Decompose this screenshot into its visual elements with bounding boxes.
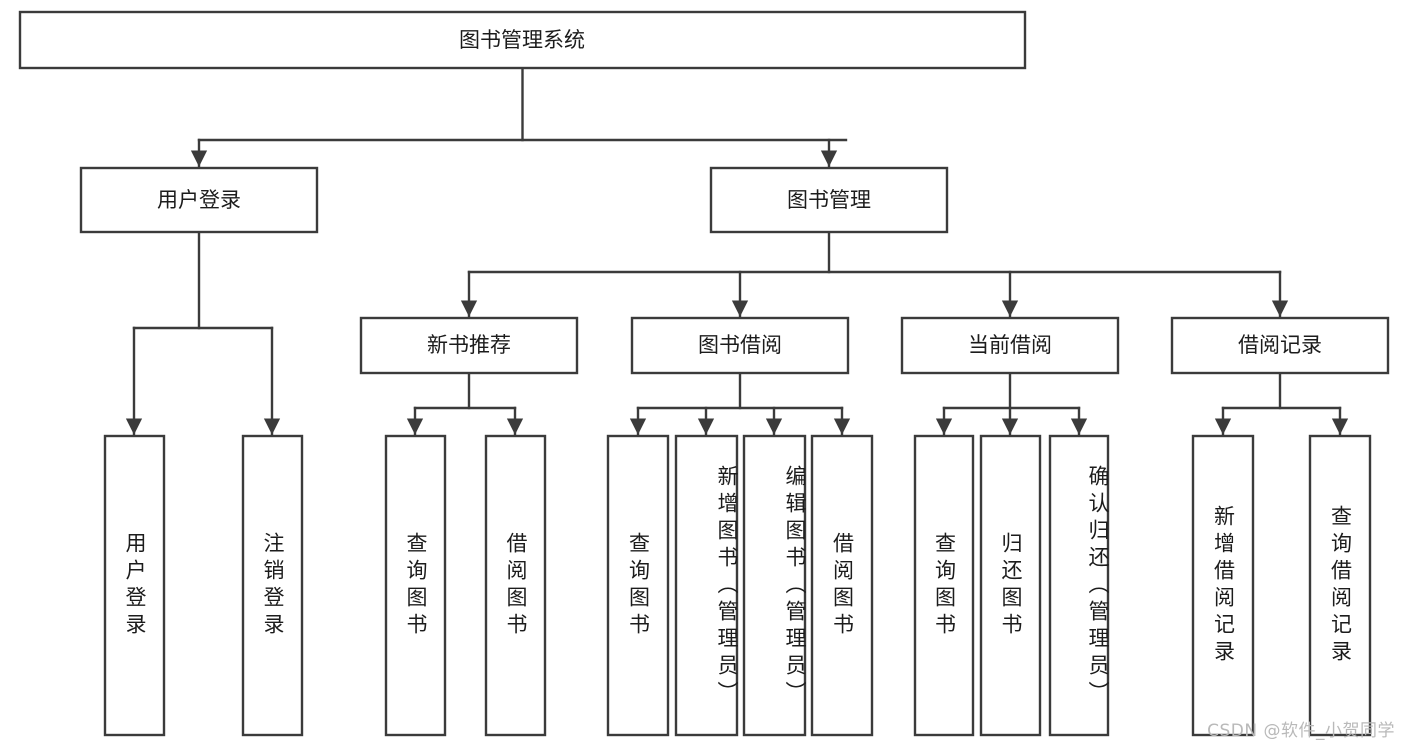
connector-borrow-record-to-leaves bbox=[1214, 371, 1349, 436]
connector-user-login-to-leaves bbox=[125, 230, 281, 436]
node-borrow-record[interactable]: 借阅记录 bbox=[1170, 316, 1390, 375]
node-new-book-rec[interactable]: 新书推荐 bbox=[359, 316, 579, 375]
node-borrow-record-label: 借阅记录 bbox=[1238, 333, 1322, 357]
node-book-borrow[interactable]: 图书借阅 bbox=[630, 316, 850, 375]
node-book-manage[interactable]: 图书管理 bbox=[709, 166, 949, 234]
connector-book-borrow-to-leaves bbox=[629, 371, 851, 436]
node-book-borrow-label: 图书借阅 bbox=[698, 333, 782, 357]
leaf-box-return-book bbox=[979, 434, 1042, 737]
leaf-box-add-book-admin bbox=[674, 434, 739, 737]
node-current-borrow-label: 当前借阅 bbox=[968, 333, 1052, 357]
connector-book-manage-to-level3 bbox=[460, 230, 1289, 318]
node-book-manage-label: 图书管理 bbox=[787, 188, 871, 212]
node-root[interactable]: 图书管理系统 bbox=[18, 10, 1027, 70]
leaf-box-borrow-book bbox=[810, 434, 874, 737]
node-user-login-label: 用户登录 bbox=[157, 188, 241, 212]
node-root-label: 图书管理系统 bbox=[459, 28, 585, 52]
node-current-borrow[interactable]: 当前借阅 bbox=[900, 316, 1120, 375]
leaf-box-add-borrow-record bbox=[1191, 434, 1255, 737]
connector-current-borrow-to-leaves bbox=[935, 371, 1088, 436]
watermark-text: CSDN @软件_小贺同学 bbox=[1207, 721, 1395, 741]
leaf-box-user-login bbox=[103, 434, 166, 737]
leaf-box-edit-book-admin bbox=[742, 434, 807, 737]
node-new-book-rec-label: 新书推荐 bbox=[427, 333, 511, 357]
connector-new-book-rec-to-leaves bbox=[406, 371, 524, 436]
leaf-box-query-borrow-record bbox=[1308, 434, 1372, 737]
node-user-login[interactable]: 用户登录 bbox=[79, 166, 319, 234]
leaf-box-borrow-book-rec bbox=[484, 434, 547, 737]
leaf-box-query-book-borrow bbox=[606, 434, 670, 737]
leaf-box-user-logout bbox=[241, 434, 304, 737]
leaf-box-query-book-rec bbox=[384, 434, 447, 737]
leaf-box-confirm-return-admin bbox=[1048, 434, 1110, 737]
connector-root-to-level2 bbox=[190, 66, 848, 168]
leaf-box-query-book-current bbox=[913, 434, 975, 737]
leaf-boxes bbox=[103, 434, 1372, 737]
